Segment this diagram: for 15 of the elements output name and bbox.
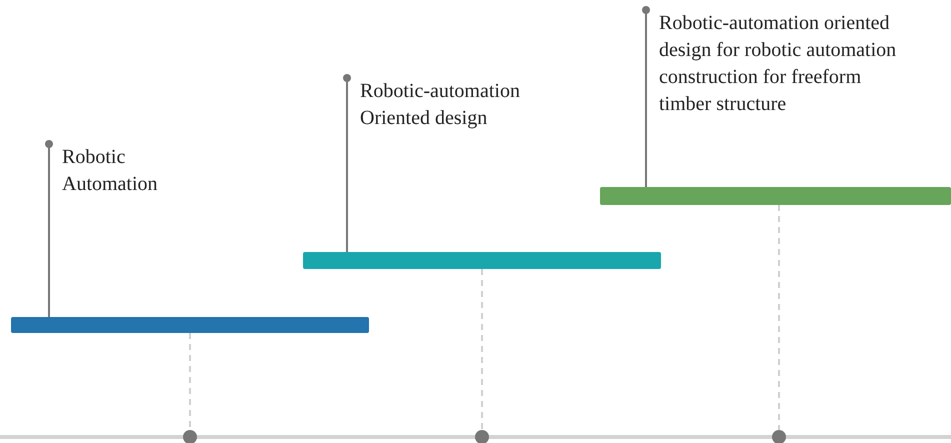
timeline-dot (475, 430, 489, 443)
dashed-guide-line (778, 205, 780, 430)
milestone-label: Robotic Automation (62, 145, 159, 197)
leader-line (343, 74, 351, 252)
timeline-bar (600, 187, 951, 205)
leader-line (45, 140, 53, 317)
milestone-label: Robotic-automation Oriented design (360, 79, 521, 131)
dashed-guide-line (481, 269, 483, 430)
dashed-guide-line (189, 333, 191, 430)
timeline-dot (772, 430, 786, 443)
timeline-bar (303, 252, 661, 269)
leader-line (642, 6, 650, 187)
timeline-bar (11, 317, 369, 333)
milestone-label: Robotic-automation oriented design for robotic automation construction for freeform timber structure (659, 11, 898, 117)
timeline-dot (183, 430, 197, 443)
